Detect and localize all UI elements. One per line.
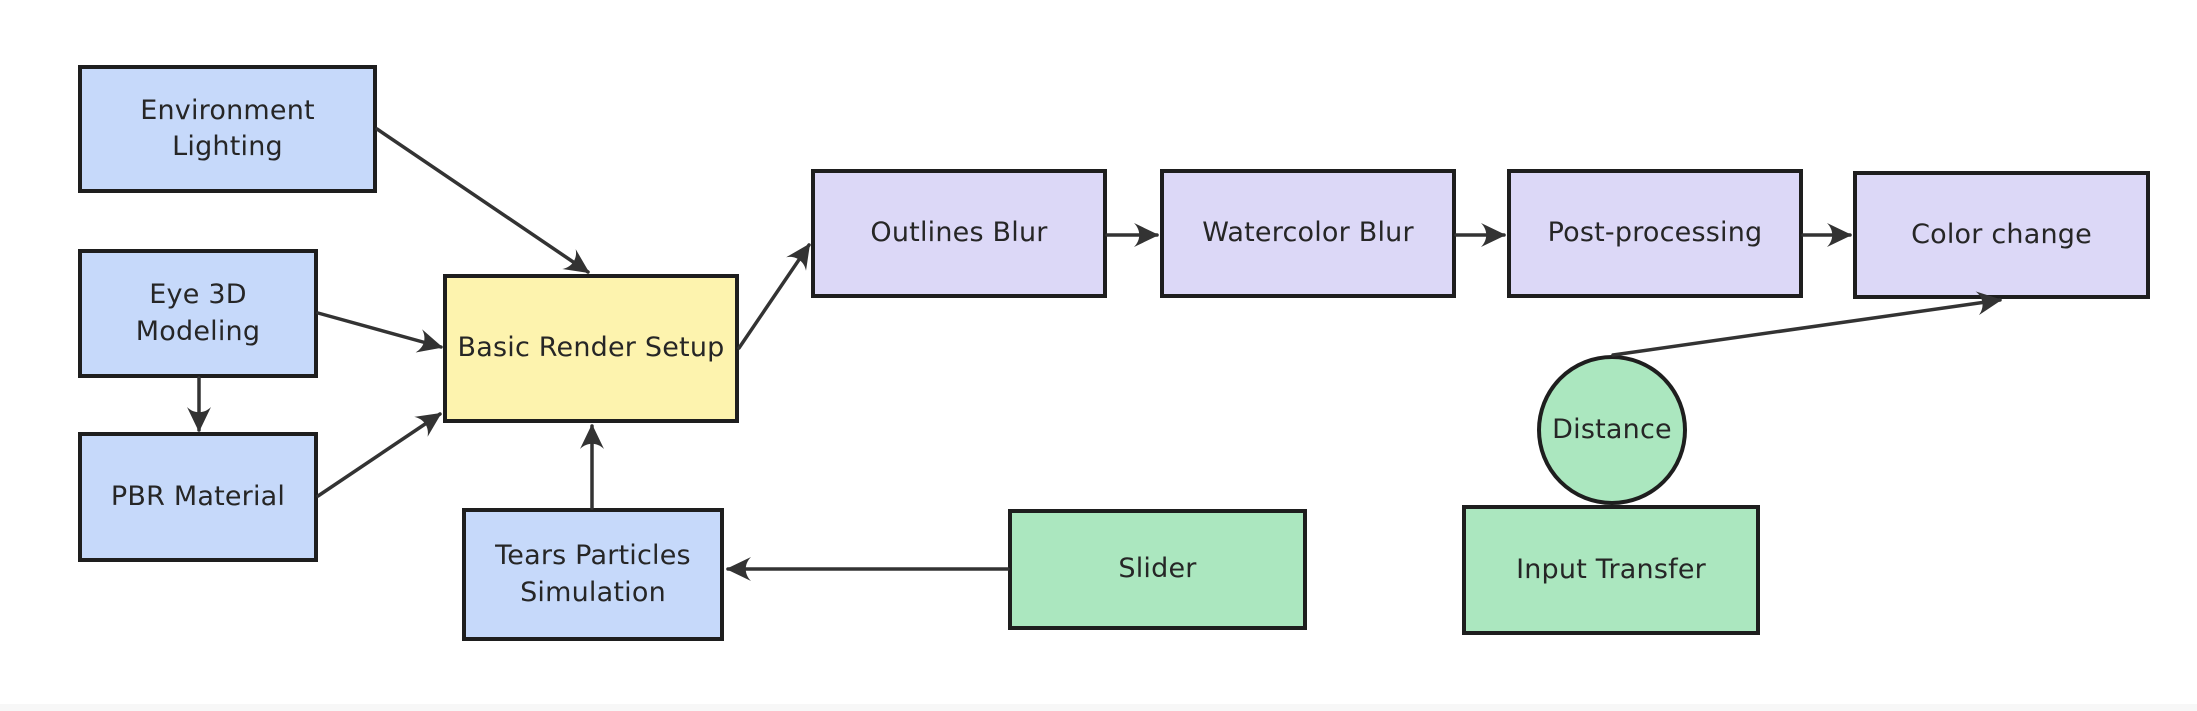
node-label-eye-3d-modeling: Eye 3D Modeling (135, 279, 261, 347)
edge-pbr-material-to-basic-render-setup (316, 412, 442, 498)
node-watercolor-blur: Watercolor Blur (1160, 169, 1456, 298)
edge-basic-render-setup-to-outlines-blur (737, 243, 811, 350)
node-label-input-transfer: Input Transfer (1516, 553, 1706, 585)
node-tears-particles-simulation: Tears Particles Simulation (462, 508, 724, 641)
node-slider: Slider (1008, 509, 1307, 630)
node-label-pbr-material: PBR Material (110, 480, 286, 512)
node-outlines-blur: Outlines Blur (811, 169, 1107, 298)
page-bottom-strip (0, 704, 2197, 711)
edge-eye-3d-modeling-to-basic-render-setup (316, 311, 443, 353)
node-input-transfer: Input Transfer (1462, 505, 1760, 635)
node-basic-render-setup: Basic Render Setup (443, 274, 739, 423)
node-label-environment-lighting: Environment Lighting (140, 94, 315, 162)
node-label-outlines-blur: Outlines Blur (870, 217, 1048, 249)
node-pbr-material: PBR Material (78, 432, 318, 562)
node-environment-lighting: Environment Lighting (78, 65, 377, 193)
node-distance: Distance (1537, 355, 1687, 505)
node-label-tears-particles-simulation: Tears Particles Simulation (495, 540, 691, 608)
node-label-slider: Slider (1118, 553, 1197, 585)
node-label-post-processing: Post-processing (1547, 217, 1763, 249)
node-label-color-change: Color change (1911, 218, 2092, 250)
node-post-processing: Post-processing (1507, 169, 1803, 298)
edge-environment-lighting-to-basic-render-setup (375, 127, 590, 274)
node-label-basic-render-setup: Basic Render Setup (457, 332, 725, 364)
node-label-distance: Distance (1552, 413, 1672, 445)
edge-distance-to-color-change (1611, 291, 2002, 357)
node-eye-3d-modeling: Eye 3D Modeling (78, 249, 318, 378)
node-color-change: Color change (1853, 171, 2150, 299)
node-label-watercolor-blur: Watercolor Blur (1202, 217, 1414, 249)
